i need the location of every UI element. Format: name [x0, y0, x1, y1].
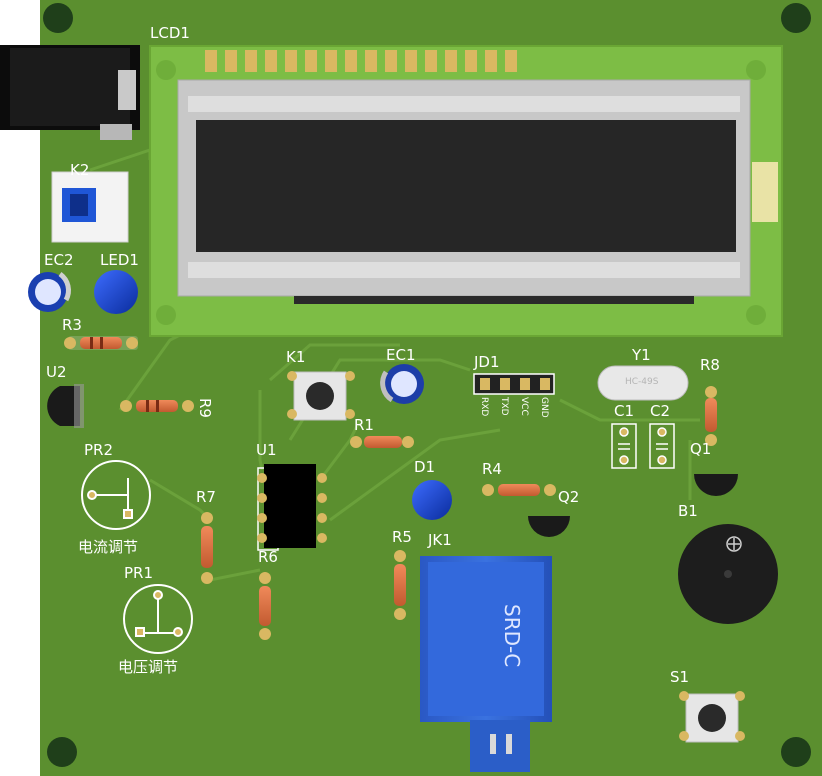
label-led1: LED1 [100, 251, 139, 269]
label-b1: B1 [678, 502, 698, 520]
label-q2: Q2 [558, 488, 580, 506]
ec2-capacitor [28, 271, 71, 312]
resistor-r7 [201, 512, 213, 584]
led1 [94, 270, 138, 314]
label-r4: R4 [482, 460, 502, 478]
resistor-r4 [482, 484, 556, 496]
label-r8: R8 [700, 356, 720, 374]
label-ec1: EC1 [386, 346, 416, 364]
label-r3: R3 [62, 316, 82, 334]
label-r1: R1 [354, 416, 374, 434]
label-pr2-cn: 电流调节 [78, 538, 139, 556]
label-relay-text: SRD-C [500, 604, 524, 668]
label-q1: Q1 [690, 440, 712, 458]
label-r7: R7 [196, 488, 216, 506]
jk1-relay [420, 556, 552, 772]
label-jk1: JK1 [428, 531, 452, 549]
label-lcd1: LCD1 [150, 24, 190, 42]
mount-hole-tl [43, 3, 73, 33]
b1-buzzer [678, 524, 778, 624]
label-jd1: JD1 [474, 353, 500, 371]
pr2-potentiometer [81, 460, 151, 530]
k1-button [287, 371, 355, 421]
resistor-r6 [259, 572, 271, 640]
label-u2: U2 [46, 363, 67, 381]
label-c1: C1 [614, 402, 635, 420]
c2-capacitor [649, 423, 675, 469]
q2-transistor [528, 516, 570, 537]
label-r5: R5 [392, 528, 412, 546]
label-jd1-gnd: GND [539, 397, 549, 418]
c1-capacitor [611, 423, 637, 469]
mount-hole-bl [47, 737, 77, 767]
ec1-capacitor [380, 364, 424, 404]
u1-ic [257, 464, 327, 551]
dc-jack [0, 45, 140, 140]
jd1-header [473, 373, 555, 395]
label-pr1-cn: 电压调节 [118, 658, 179, 676]
y1-crystal [597, 365, 689, 401]
mount-hole-br [781, 737, 811, 767]
pr1-potentiometer [123, 584, 193, 654]
label-k1: K1 [286, 348, 306, 366]
q1-transistor [694, 474, 738, 496]
lcd-module [149, 45, 783, 337]
label-r9: R9 [196, 398, 214, 418]
label-jd1-vcc: VCC [519, 397, 529, 416]
label-k2: K2 [70, 161, 90, 179]
label-jd1-rxd: RXD [479, 397, 489, 417]
s1-button [679, 691, 745, 743]
resistor-r1 [350, 436, 414, 448]
label-r6: R6 [258, 548, 278, 566]
label-u1: U1 [256, 441, 277, 459]
u2-regulator [47, 384, 84, 428]
mount-hole-tr [781, 3, 811, 33]
label-s1: S1 [670, 668, 690, 686]
label-y1-part: HC-49S [625, 377, 659, 387]
label-c2: C2 [650, 402, 671, 420]
label-y1: Y1 [632, 346, 651, 364]
label-d1: D1 [414, 458, 436, 476]
resistor-r9 [120, 400, 194, 412]
k2-switch [51, 171, 129, 243]
label-pr2: PR2 [84, 441, 114, 459]
label-ec2: EC2 [44, 251, 74, 269]
resistor-r5 [394, 550, 406, 620]
d1-led [412, 480, 452, 520]
resistor-r8 [705, 386, 717, 446]
resistor-r3 [64, 336, 138, 350]
label-pr1: PR1 [124, 564, 154, 582]
label-jd1-txd: TXD [499, 397, 509, 416]
